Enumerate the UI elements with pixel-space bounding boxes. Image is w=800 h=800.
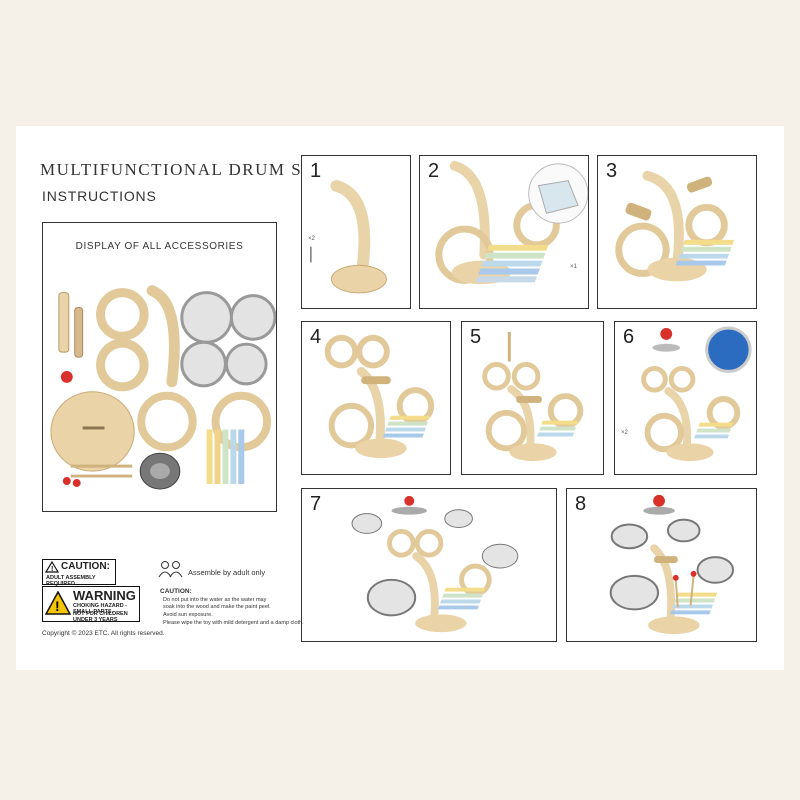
step-6-qty: ×2 bbox=[621, 430, 628, 436]
step-4-illustration bbox=[324, 334, 435, 459]
adults-icon bbox=[158, 561, 183, 578]
step-5-illustration bbox=[482, 331, 584, 462]
step-7-number: 7 bbox=[310, 493, 322, 515]
warning-title: WARNING bbox=[73, 588, 136, 603]
step-1-illustration bbox=[310, 179, 387, 294]
warning-triangle-icon: ! bbox=[45, 561, 59, 573]
warning-line-2: NOT FOR CHILDREN UNDER 3 YEARS bbox=[73, 611, 128, 623]
adult-assembly-note: Assemble by adult only bbox=[188, 568, 266, 577]
step-8-panel: 8 bbox=[566, 488, 757, 642]
step-2-number: 2 bbox=[428, 160, 440, 182]
step-3-illustration bbox=[615, 170, 735, 282]
step-6-number: 6 bbox=[623, 326, 635, 348]
svg-text:!: ! bbox=[51, 566, 53, 573]
caution-subtitle: ADULT ASSEMBLY REQUIRED bbox=[46, 575, 96, 587]
step-7-panel: 7 bbox=[301, 488, 557, 642]
note-1: Do not put into the water as the water m… bbox=[163, 597, 267, 603]
accessories-title: DISPLAY OF ALL ACCESSORIES bbox=[75, 241, 244, 252]
step-5-panel: 5 bbox=[461, 321, 604, 475]
note-4: Please wipe the toy with mild detergent … bbox=[163, 620, 304, 626]
svg-text:!: ! bbox=[55, 598, 60, 614]
accessories-illustration bbox=[50, 285, 276, 490]
step-3-panel: 3 bbox=[597, 155, 757, 309]
warning-line-1: CHOKING HAZARD - SMALL PARTS. bbox=[73, 603, 128, 615]
step-2-panel: 2 ×1 bbox=[419, 155, 589, 309]
copyright: Copyright © 2023 ETC. All rights reserve… bbox=[42, 630, 165, 637]
step-6-panel: 6 ×2 bbox=[614, 321, 757, 475]
accessories-panel: DISPLAY OF ALL ACCESSORIES bbox=[42, 222, 277, 512]
caution-badge: ! CAUTION: ADULT ASSEMBLY REQUIRED bbox=[42, 559, 116, 587]
caution-2-title: CAUTION: bbox=[160, 588, 192, 595]
step-4-panel: 4 bbox=[301, 321, 451, 475]
step-3-number: 3 bbox=[606, 160, 618, 182]
note-2: soak into the wood and make the paint pe… bbox=[163, 604, 271, 610]
note-3: Avoid sun exposure. bbox=[163, 612, 213, 618]
step-1-number: 1 bbox=[310, 160, 322, 182]
warning-triangle-icon: ! bbox=[45, 591, 71, 615]
step-1-qty: ×2 bbox=[308, 236, 315, 242]
step-2-qty: ×1 bbox=[570, 264, 577, 270]
step-7-illustration bbox=[351, 495, 519, 633]
step-6-illustration bbox=[641, 326, 752, 462]
step-8-number: 8 bbox=[575, 493, 587, 515]
step-5-number: 5 bbox=[470, 326, 482, 348]
page-title: MULTIFUNCTIONAL DRUM STAND bbox=[40, 160, 355, 179]
step-4-number: 4 bbox=[310, 326, 322, 348]
warning-badge: ! WARNING CHOKING HAZARD - SMALL PARTS. … bbox=[42, 586, 140, 623]
caution-title: CAUTION: bbox=[61, 561, 110, 572]
step-2-illustration bbox=[435, 160, 588, 285]
page-subtitle: INSTRUCTIONS bbox=[42, 188, 157, 204]
step-8-illustration bbox=[609, 494, 735, 635]
step-1-panel: 1 ×2 bbox=[301, 155, 411, 309]
